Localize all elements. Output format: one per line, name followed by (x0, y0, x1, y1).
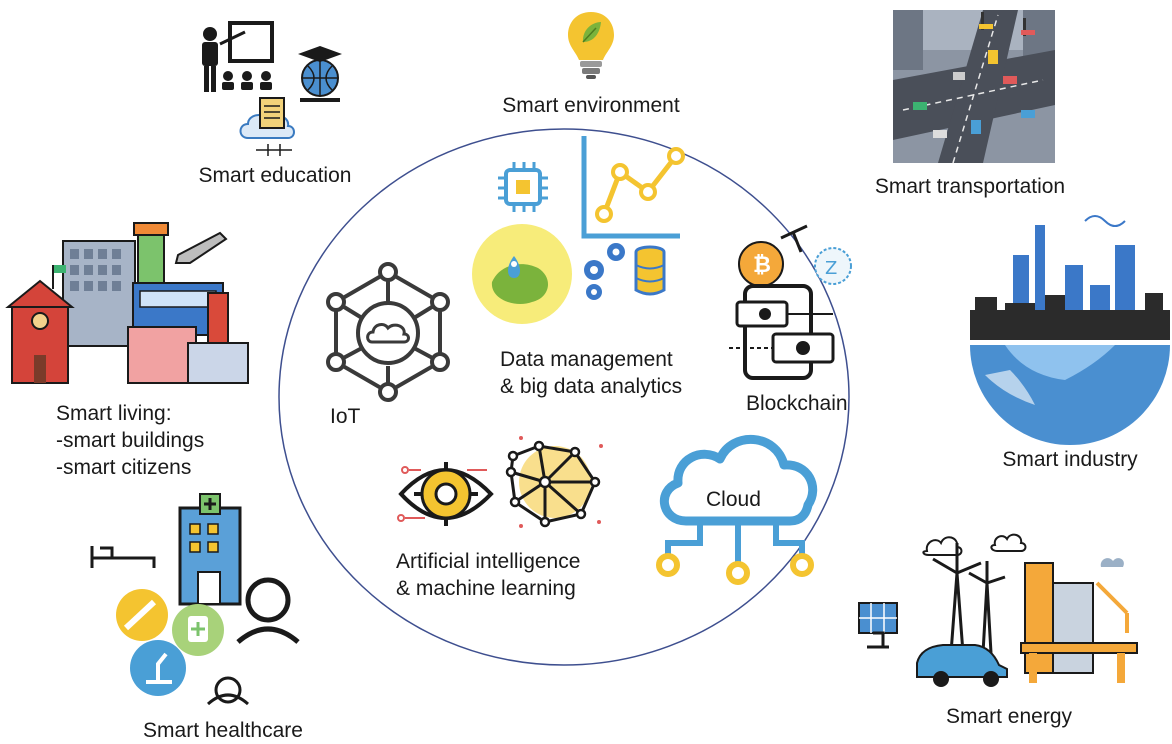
data-analytics-icon (472, 136, 685, 324)
iot-label: IoT (330, 405, 361, 428)
data-management-line1: Data management (500, 348, 673, 371)
blockchain-icon: ₿ Z (729, 224, 852, 380)
ai-label: Artificial intelligence & machine learni… (396, 548, 580, 602)
smart-industry-label: Smart industry (1002, 448, 1138, 471)
ai-line2: & machine learning (396, 577, 576, 600)
smart-healthcare-label: Smart healthcare (143, 719, 303, 742)
ai-ml-icon (397, 436, 603, 528)
iot-network-icon (326, 262, 450, 402)
smart-transportation-label: Smart transportation (874, 175, 1066, 198)
blockchain-label: Blockchain (746, 392, 848, 415)
lightbulb-leaf-icon (568, 12, 614, 79)
data-management-label: Data management & big data analytics (500, 346, 682, 400)
smart-environment-label: Smart environment (502, 94, 680, 117)
healthcare-icon (90, 493, 300, 706)
smart-education-label: Smart education (198, 164, 352, 187)
industry-globe-icon (970, 215, 1170, 445)
traffic-intersection-image (893, 10, 1055, 164)
smart-citizens-item: -smart citizens (56, 456, 192, 479)
smart-energy-label: Smart energy (945, 705, 1073, 728)
ai-line1: Artificial intelligence (396, 550, 581, 573)
smart-living-label: Smart living: -smart buildings -smart ci… (56, 400, 204, 481)
cloud-label: Cloud (706, 488, 761, 511)
smart-city-buildings-icon (5, 222, 249, 384)
energy-icon (858, 533, 1138, 687)
education-icon (202, 21, 342, 156)
svg-text:₿: ₿ (753, 253, 771, 278)
smart-living-title: Smart living: (56, 402, 172, 425)
cloud-icon (656, 434, 818, 585)
smart-buildings-item: -smart buildings (56, 429, 205, 452)
svg-text:Z: Z (825, 258, 837, 279)
data-management-line2: & big data analytics (500, 375, 683, 398)
